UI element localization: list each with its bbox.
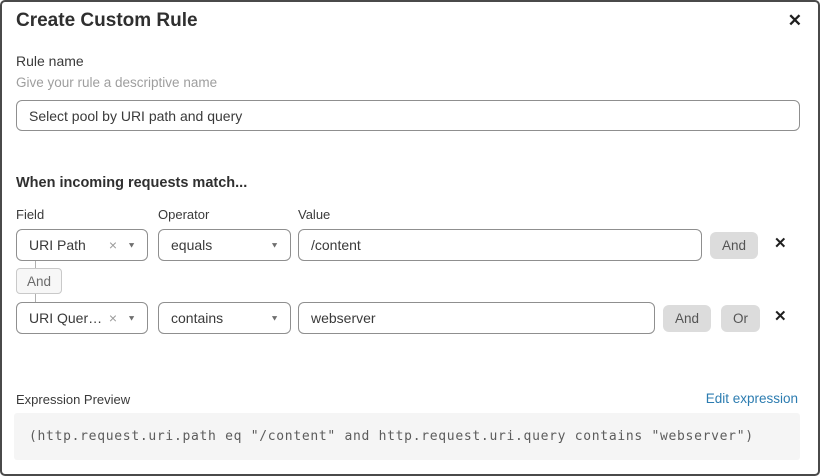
field-dropdown-row1[interactable]: URI Path × ▼: [16, 229, 148, 261]
expression-code: (http.request.uri.path eq "/content" and…: [29, 429, 754, 444]
value-input-row2[interactable]: [298, 302, 655, 334]
or-button-row2[interactable]: Or: [721, 305, 760, 332]
rule-name-label: Rule name: [16, 53, 84, 69]
rule-name-input[interactable]: [16, 100, 800, 131]
and-button-row2[interactable]: And: [663, 305, 712, 332]
clear-icon[interactable]: ×: [108, 310, 118, 326]
expression-code-block: (http.request.uri.path eq "/content" and…: [14, 413, 800, 460]
rule-name-helper: Give your rule a descriptive name: [16, 75, 218, 90]
chevron-down-icon: ▼: [127, 313, 136, 322]
field-dropdown-row1-value: URI Path: [29, 237, 86, 253]
edit-expression-link[interactable]: Edit expression: [705, 391, 798, 406]
field-dropdown-row2[interactable]: URI Query St... × ▼: [16, 302, 148, 334]
field-dropdown-row2-value: URI Query St...: [29, 310, 103, 326]
and-button-row1[interactable]: And: [710, 232, 759, 259]
delete-row2-icon[interactable]: ✕: [774, 308, 787, 325]
operator-dropdown-row1[interactable]: equals ▼: [158, 229, 291, 261]
expression-preview-label: Expression Preview: [16, 392, 131, 407]
column-label-field: Field: [16, 207, 45, 222]
close-icon[interactable]: ✕: [784, 8, 806, 33]
chevron-down-icon: ▼: [270, 240, 279, 249]
connector-and-badge: And: [16, 268, 63, 294]
column-label-value: Value: [298, 207, 331, 222]
column-label-operator: Operator: [158, 207, 210, 222]
operator-dropdown-row2[interactable]: contains ▼: [158, 302, 291, 334]
chevron-down-icon: ▼: [270, 313, 279, 322]
clear-icon[interactable]: ×: [108, 237, 118, 253]
operator-dropdown-row2-value: contains: [171, 310, 224, 326]
match-heading: When incoming requests match...: [16, 175, 248, 191]
operator-dropdown-row1-value: equals: [171, 237, 213, 253]
value-input-row1[interactable]: [298, 229, 702, 261]
dialog-title: Create Custom Rule: [16, 10, 198, 31]
chevron-down-icon: ▼: [127, 240, 136, 249]
delete-row1-icon[interactable]: ✕: [774, 235, 787, 252]
